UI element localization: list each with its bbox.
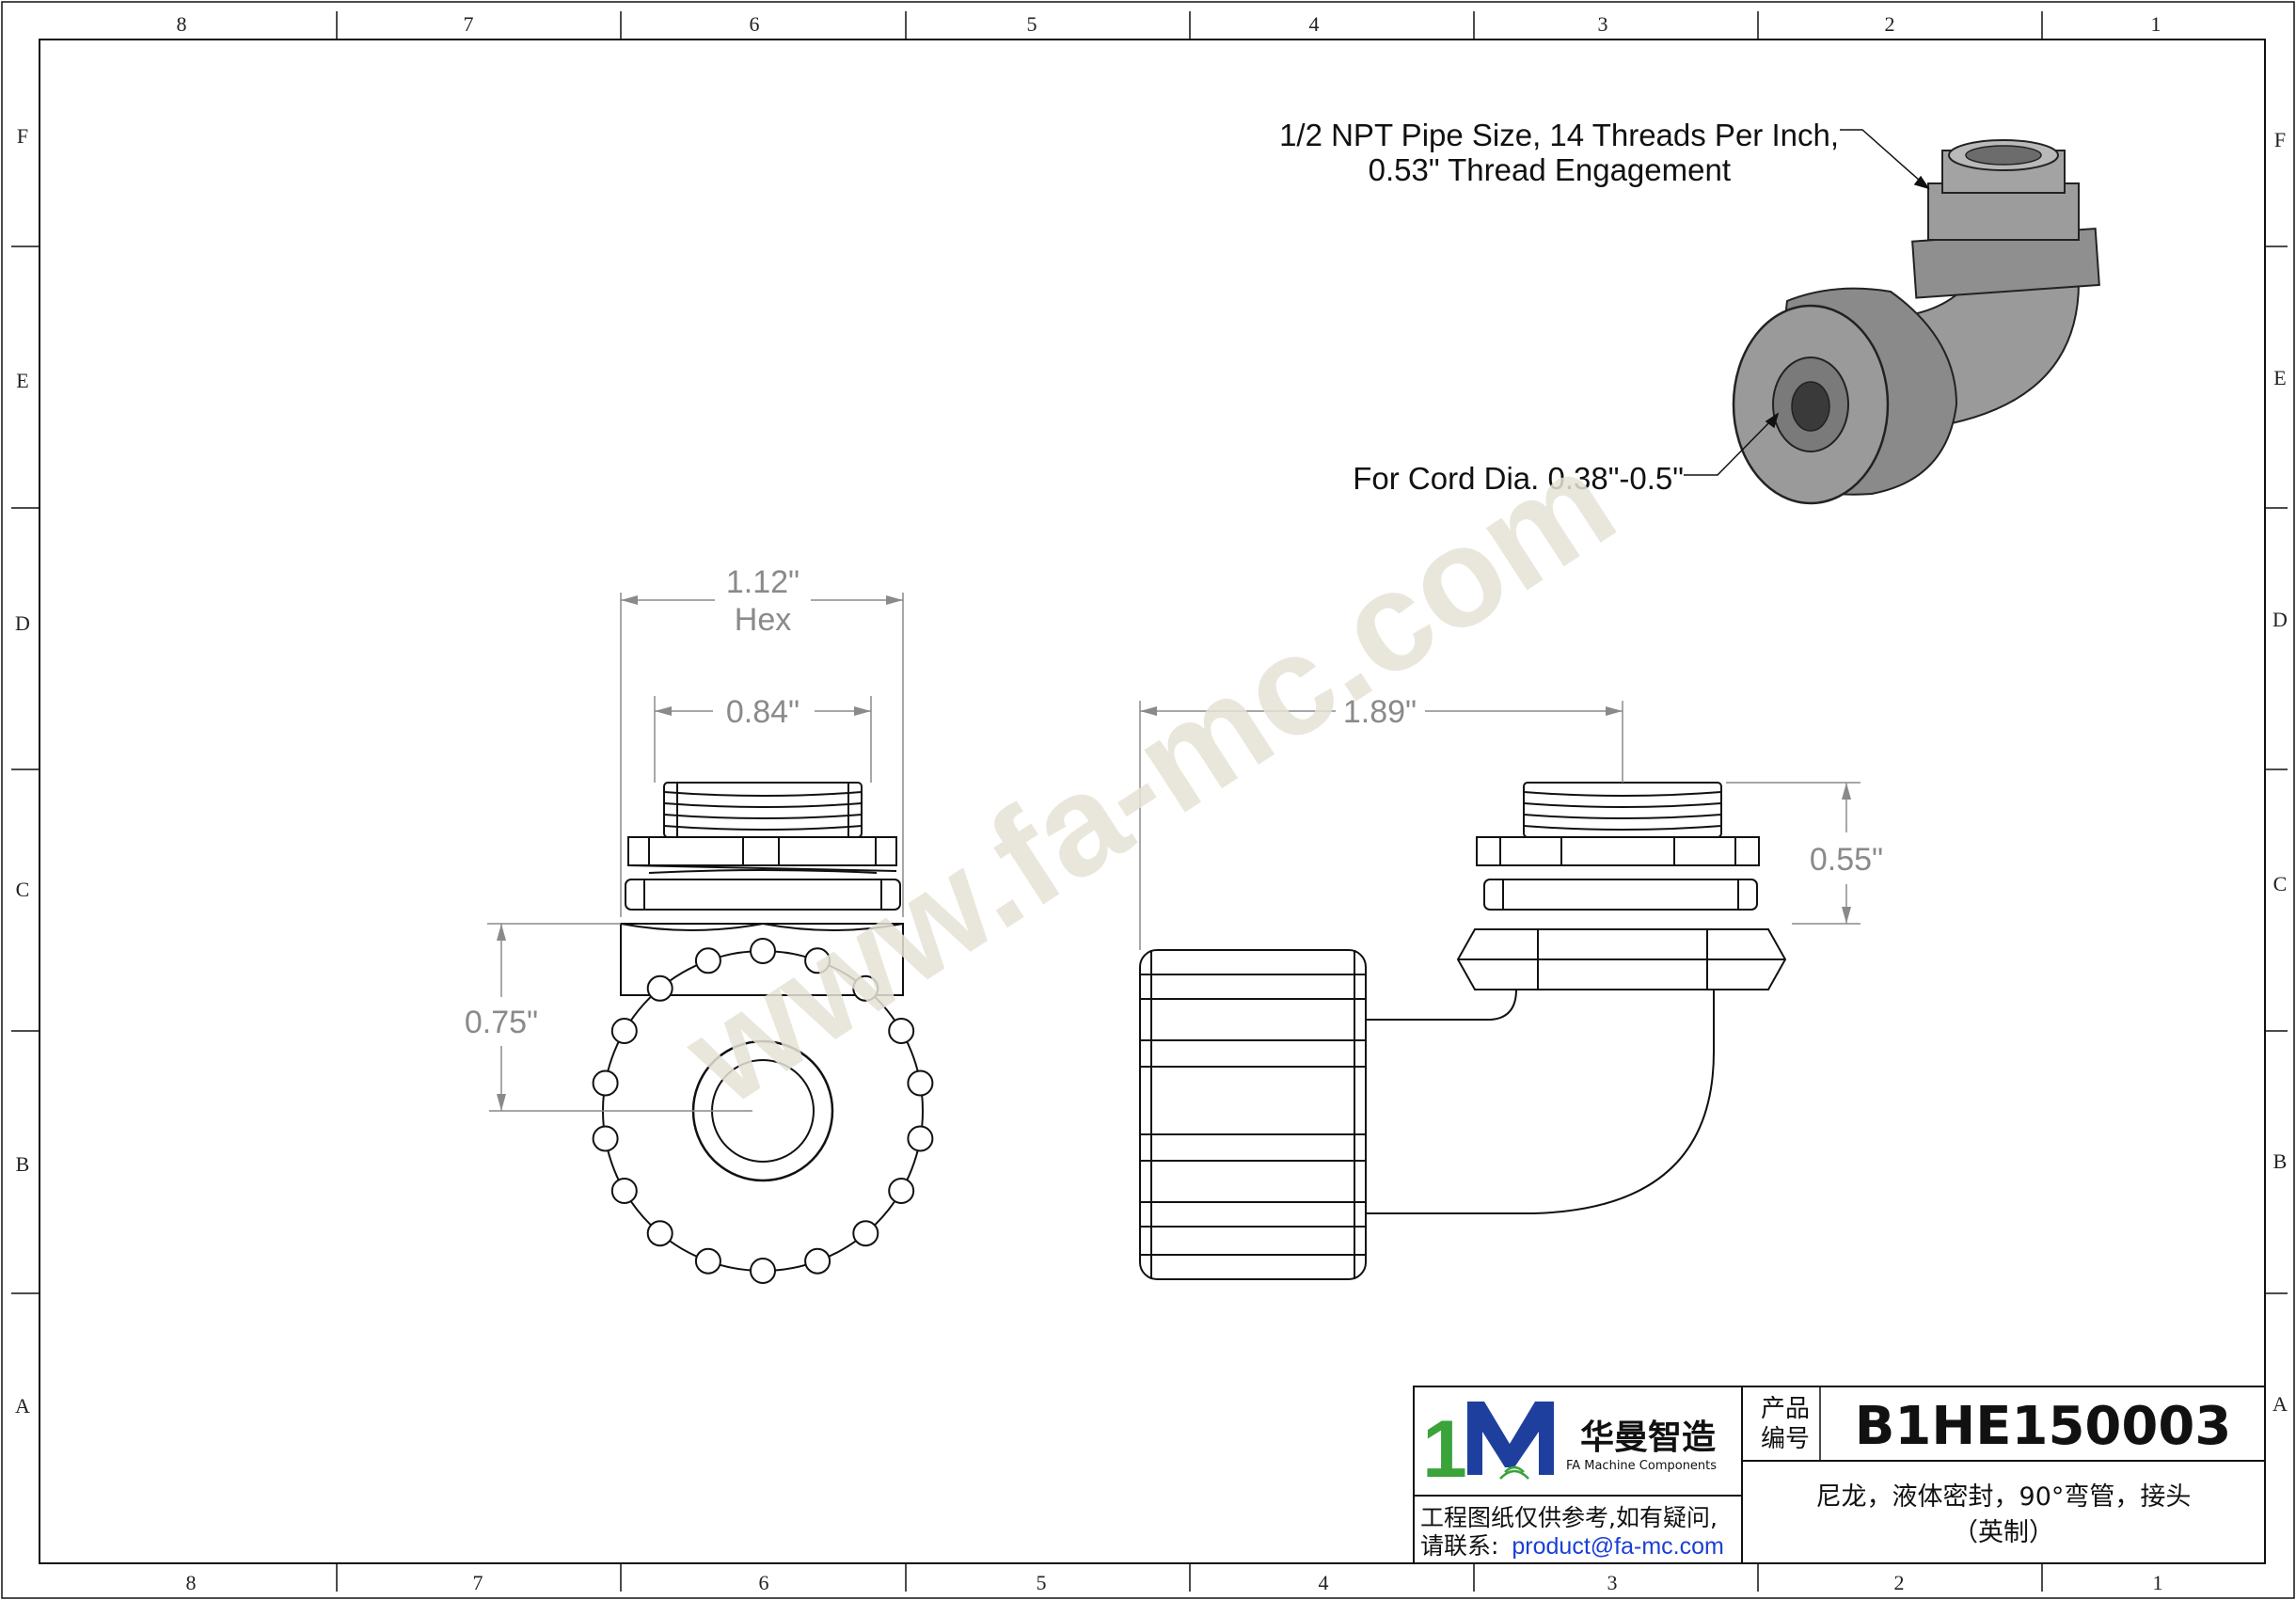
- logo-subtitle: FA Machine Components: [1566, 1459, 1717, 1473]
- side-thread: [1523, 782, 1722, 838]
- zone-row-label: B: [2273, 1149, 2288, 1173]
- side-hex-nut: [1456, 928, 1787, 990]
- contact-email[interactable]: product@fa-mc.com: [1512, 1533, 1723, 1560]
- zone-labels-right: F E D C B A: [2272, 128, 2288, 1416]
- zone-col-label: 3: [1607, 1571, 1618, 1594]
- knurl-notch: [907, 1069, 934, 1097]
- front-locknut: [627, 836, 897, 872]
- side-knurled-cap: [1139, 949, 1367, 1280]
- front-view: [489, 782, 934, 1284]
- knurl-notch: [804, 947, 831, 974]
- description-line2: （英制）: [1953, 1518, 2054, 1547]
- zone-labels-bottom: 8 7 6 5 4 3 2 1: [186, 1571, 2163, 1594]
- zone-col-label: 3: [1598, 12, 1608, 36]
- front-knurl-notches: [592, 938, 934, 1284]
- dim-hex-label: Hex: [735, 602, 791, 638]
- zone-col-label: 5: [1037, 1571, 1047, 1594]
- iso-render: [1732, 139, 2100, 505]
- zone-col-label: 4: [1319, 1571, 1329, 1594]
- zone-row-label: D: [15, 611, 30, 635]
- dimension-lines: [487, 593, 1861, 1111]
- disclaimer-line1: 工程图纸仅供参考,如有疑问,: [1420, 1504, 1718, 1531]
- cord-diameter-note: For Cord Dia. 0.38"-0.5": [1353, 461, 1684, 496]
- knurl-notch: [646, 974, 673, 1002]
- zone-col-label: 8: [177, 12, 187, 36]
- watermark: www.fa-mc.com: [657, 420, 1640, 1134]
- knurl-notch: [610, 1178, 638, 1204]
- dim-center-offset: 0.75": [465, 1005, 538, 1040]
- zone-col-label: 7: [464, 12, 474, 36]
- description-line1: 尼龙，液体密封，90°弯管，接头: [1816, 1482, 2192, 1512]
- zone-row-label: C: [16, 878, 30, 901]
- disclaimer-line2: 请联系: product@fa-mc.com: [1420, 1532, 1724, 1560]
- knurl-notch: [646, 1220, 673, 1247]
- zone-row-label: C: [2273, 872, 2288, 895]
- front-washer: [625, 869, 901, 911]
- knurl-notch: [592, 1125, 619, 1152]
- part-number: B1HE150003: [1855, 1396, 2232, 1457]
- side-elbow: [1366, 989, 1715, 1214]
- zone-ticks: [11, 11, 2288, 1592]
- front-thread: [663, 782, 863, 838]
- zone-col-label: 8: [186, 1571, 197, 1594]
- leader-lines: [1684, 129, 1930, 476]
- thread-spec-line2: 0.53" Thread Engagement: [1369, 152, 1731, 187]
- knurl-notch: [694, 947, 721, 974]
- logo-name: 华曼智造: [1580, 1418, 1716, 1457]
- zone-row-label: F: [2274, 128, 2286, 151]
- knurl-notch: [694, 1247, 721, 1275]
- zone-col-label: 2: [1894, 1571, 1905, 1594]
- title-block: [1413, 1386, 2266, 1564]
- dim-length: 1.89": [1343, 694, 1417, 730]
- product-label-line2: 编号: [1761, 1425, 1810, 1453]
- knurl-notch: [592, 1069, 619, 1097]
- logo-digit: 1: [1422, 1404, 1467, 1495]
- zone-col-label: 6: [750, 12, 760, 36]
- side-view: [1139, 782, 1787, 1280]
- zone-row-label: B: [16, 1152, 30, 1176]
- product-label-line1: 产品: [1761, 1395, 1810, 1423]
- knurl-notch: [907, 1125, 934, 1152]
- knurl-notch: [888, 1178, 915, 1204]
- front-hex-nut: [620, 922, 904, 996]
- contact-prefix: 请联系:: [1420, 1532, 1498, 1560]
- zone-row-label: F: [17, 124, 28, 148]
- knurl-notch: [852, 1220, 879, 1247]
- zone-row-label: E: [2273, 366, 2286, 389]
- side-washer: [1483, 879, 1758, 911]
- knurl-notch: [852, 974, 879, 1002]
- knurl-notch: [888, 1018, 915, 1044]
- zone-col-label: 7: [473, 1571, 483, 1594]
- dim-hex-value: 1.12": [726, 564, 800, 600]
- zone-col-label: 6: [759, 1571, 769, 1594]
- zone-col-label: 5: [1027, 12, 1037, 36]
- knurl-notch: [804, 1247, 831, 1275]
- zone-row-label: E: [16, 369, 28, 392]
- zone-row-label: D: [2272, 608, 2288, 631]
- zone-labels-left: F E D C B A: [15, 124, 30, 1418]
- knurl-notch: [610, 1018, 638, 1044]
- zone-col-label: 1: [2153, 1571, 2163, 1594]
- zone-row-label: A: [15, 1394, 30, 1418]
- knurl-notch: [750, 938, 776, 964]
- dim-thread-width: 0.84": [726, 694, 800, 730]
- zone-labels-top: 8 7 6 5 4 3 2 1: [177, 12, 2161, 36]
- knurl-notch: [750, 1258, 776, 1284]
- thread-spec-line1: 1/2 NPT Pipe Size, 14 Threads Per Inch,: [1279, 118, 1839, 152]
- logo-m-mark: [1467, 1402, 1554, 1475]
- company-logo: 1 华曼智造 FA Machine Components: [1422, 1402, 1717, 1495]
- zone-col-label: 4: [1309, 12, 1320, 36]
- zone-col-label: 1: [2151, 12, 2161, 36]
- dim-height: 0.55": [1810, 842, 1883, 878]
- side-locknut: [1476, 836, 1760, 866]
- inner-frame: [39, 39, 2266, 1564]
- zone-col-label: 2: [1885, 12, 1895, 36]
- zone-row-label: A: [2272, 1392, 2288, 1416]
